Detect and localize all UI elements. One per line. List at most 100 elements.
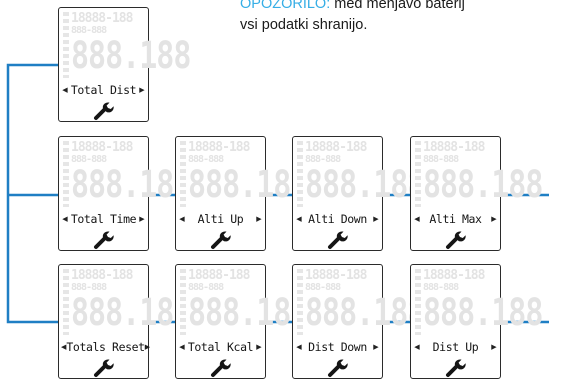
triangle-right-icon: ▶ <box>256 215 262 223</box>
device-alti-up: 18888-188 888-888 888.188 ◀ Alti Up ▶ <box>175 136 308 251</box>
label-row: ◀ Totals Reset ▶ <box>61 338 150 356</box>
lcd-ghost-segments: 18888-188 888-888 888.188 <box>297 268 425 335</box>
device-label: Alti Up <box>197 212 244 226</box>
lcd-segment-mid: 888-888 <box>188 154 224 165</box>
lcd-bar-segments <box>63 141 69 207</box>
lcd-bar-segments <box>415 141 421 207</box>
lcd-segment-top: 18888-188 <box>71 140 133 155</box>
device-alti-max: 18888-188 888-888 888.188 ◀ Alti Max ▶ <box>410 136 543 251</box>
lcd-segment-mid: 888-888 <box>71 25 107 36</box>
triangle-left-icon: ◀ <box>61 343 67 351</box>
lcd-segment-big: 888.188 <box>71 34 191 78</box>
lcd-bar-segments <box>180 269 186 335</box>
device-label: Total Dist <box>70 83 137 97</box>
lcd-bar-segments <box>63 12 69 78</box>
lcd-bar-segments <box>297 141 303 207</box>
connector-left-loop <box>6 63 58 324</box>
device-total-kcal: 18888-188 888-888 888.188 ◀ Total Kcal ▶ <box>175 264 308 379</box>
device-totals-reset: 18888-188 888-888 888.188 ◀ Totals Reset… <box>58 264 191 379</box>
device-total-dist: 18888-188 888-888 888.188 ◀ Total Dist ▶ <box>58 7 191 122</box>
triangle-right-icon: ▶ <box>373 343 379 351</box>
battery-warning-note: OPOZORILO: med menjavo baterij vsi podat… <box>240 0 570 36</box>
warning-text-line2: vsi podatki shranijo. <box>240 17 368 33</box>
triangle-right-icon: ▶ <box>491 343 497 351</box>
wrench-icon <box>211 359 231 377</box>
lcd-ghost-segments: 18888-188 888-888 888.188 <box>297 140 425 207</box>
connector-lines <box>6 63 549 324</box>
label-row: ◀ Total Kcal ▶ <box>178 338 263 356</box>
lcd-segment-mid: 888-888 <box>305 282 341 293</box>
device-total-time: 18888-188 888-888 888.188 ◀ Total Time ▶ <box>58 136 191 251</box>
lcd-segment-top: 18888-188 <box>188 268 250 283</box>
lcd-bar-segments <box>180 141 186 207</box>
lcd-bar-segments <box>415 269 421 335</box>
label-row: ◀ Total Dist ▶ <box>61 81 146 99</box>
triangle-left-icon: ◀ <box>179 343 185 351</box>
device-label: Dist Down <box>308 340 367 354</box>
triangle-right-icon: ▶ <box>256 343 262 351</box>
triangle-left-icon: ◀ <box>179 215 185 223</box>
lcd-segment-top: 18888-188 <box>71 268 133 283</box>
wrench-icon <box>94 102 114 120</box>
device-label: Total Kcal <box>187 340 254 354</box>
warning-label: OPOZORILO: <box>240 0 331 12</box>
lcd-segment-top: 18888-188 <box>305 140 367 155</box>
lcd-segment-mid: 888-888 <box>305 154 341 165</box>
wrench-icon <box>446 359 466 377</box>
lcd-ghost-segments: 18888-188 888-888 888.188 <box>63 140 191 207</box>
lcd-segment-big: 888.188 <box>188 291 308 335</box>
lcd-segment-mid: 888-888 <box>188 282 224 293</box>
lcd-segment-mid: 888-888 <box>71 154 107 165</box>
lcd-segment-top: 18888-188 <box>423 140 485 155</box>
lcd-segment-big: 888.188 <box>423 163 543 207</box>
lcd-segment-top: 18888-188 <box>71 11 133 26</box>
lcd-segment-mid: 888-888 <box>423 154 459 165</box>
lcd-segment-top: 18888-188 <box>188 140 250 155</box>
label-row: ◀ Alti Up ▶ <box>178 210 263 228</box>
device-alti-down: 18888-188 888-888 888.188 ◀ Alti Down ▶ <box>292 136 425 251</box>
wrench-icon <box>328 231 348 249</box>
wrench-icon <box>211 231 231 249</box>
wrench-icon <box>328 359 348 377</box>
lcd-ghost-segments: 18888-188 888-888 888.188 <box>180 140 308 207</box>
wrench-icon <box>94 231 114 249</box>
lcd-ghost-segments: 18888-188 888-888 888.188 <box>180 268 308 335</box>
lcd-segment-big: 888.188 <box>305 163 425 207</box>
label-row: ◀ Total Time ▶ <box>61 210 146 228</box>
triangle-left-icon: ◀ <box>296 343 302 351</box>
device-label: Dist Up <box>432 340 479 354</box>
lcd-segment-mid: 888-888 <box>423 282 459 293</box>
wrench-icon <box>446 231 466 249</box>
triangle-right-icon: ▶ <box>373 215 379 223</box>
wrench-icon <box>94 359 114 377</box>
lcd-segment-big: 888.188 <box>71 163 191 207</box>
lcd-segment-big: 888.188 <box>71 291 191 335</box>
label-row: ◀ Dist Up ▶ <box>413 338 498 356</box>
lcd-segment-top: 18888-188 <box>305 268 367 283</box>
lcd-segment-mid: 888-888 <box>71 282 107 293</box>
lcd-ghost-segments: 18888-188 888-888 888.188 <box>415 268 543 335</box>
lcd-ghost-segments: 18888-188 888-888 888.188 <box>63 11 191 78</box>
device-label: Total Time <box>70 212 137 226</box>
device-label: Totals Reset <box>66 340 145 354</box>
lcd-segment-top: 18888-188 <box>423 268 485 283</box>
triangle-right-icon: ▶ <box>139 86 145 94</box>
device-label: Alti Max <box>429 212 482 226</box>
lcd-bar-segments <box>63 269 69 335</box>
device-label: Alti Down <box>308 212 367 226</box>
lcd-segment-big: 888.188 <box>423 291 543 335</box>
label-row: ◀ Dist Down ▶ <box>295 338 380 356</box>
lcd-bar-segments <box>297 269 303 335</box>
label-row: ◀ Alti Max ▶ <box>413 210 498 228</box>
triangle-left-icon: ◀ <box>414 343 420 351</box>
lcd-ghost-segments: 18888-188 888-888 888.188 <box>63 268 191 335</box>
lcd-segment-big: 888.188 <box>188 163 308 207</box>
lcd-segment-big: 888.188 <box>305 291 425 335</box>
triangle-left-icon: ◀ <box>414 215 420 223</box>
lcd-ghost-segments: 18888-188 888-888 888.188 <box>415 140 543 207</box>
triangle-right-icon: ▶ <box>139 215 145 223</box>
label-row: ◀ Alti Down ▶ <box>295 210 380 228</box>
triangle-right-icon: ▶ <box>144 343 151 351</box>
triangle-left-icon: ◀ <box>62 215 68 223</box>
triangle-left-icon: ◀ <box>62 86 68 94</box>
